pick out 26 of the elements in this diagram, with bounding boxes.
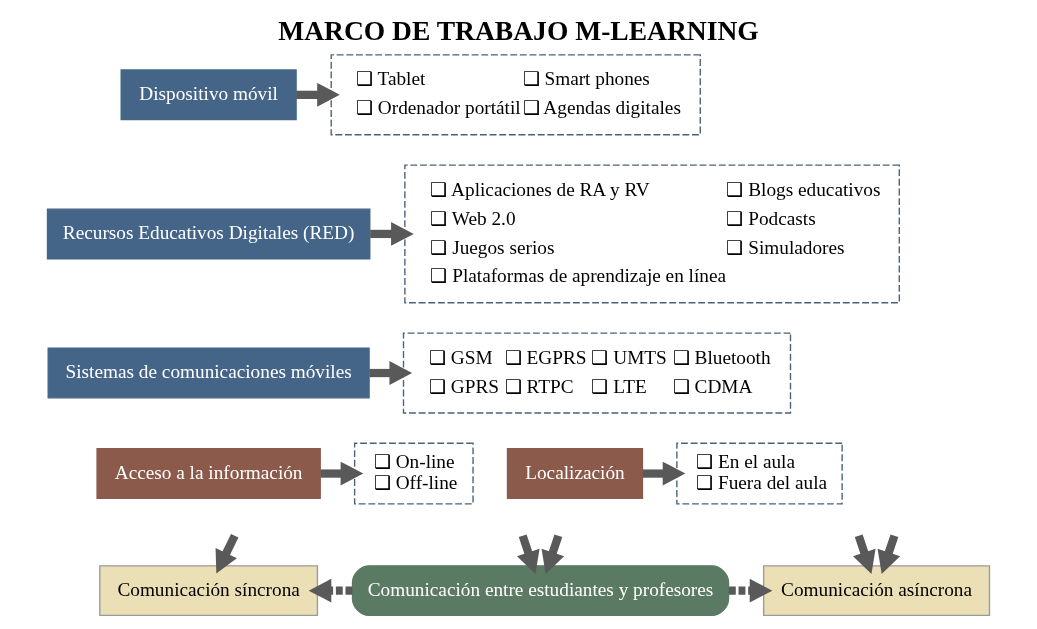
diagram-title: MARCO DE TRABAJO M-LEARNING [278,14,759,46]
node-box: ❑ En el aula ❑ Fuera del aula [676,442,843,505]
node-box: Comunicación asíncrona [762,565,991,617]
node-box: Localización [506,448,644,500]
arrow [853,534,876,574]
node-box: Comunicación entre estudiantes y profesores [351,565,730,617]
node-box: ❑ Aplicaciones de RA y RV ❑ Blogs educativos ❑ Web 2.0 ❑ Podcasts ❑ Juegos serios ❑ Simuladores ❑ Plataformas de aprendizaje en línea [404,164,900,304]
arrow [728,578,773,603]
arrow [642,461,686,486]
node-box: Sistemas de comunicaciones móviles [47,347,370,399]
arrow [296,82,340,107]
arrow [877,534,901,574]
node-box: Dispositivo móvil [120,69,297,121]
node-box: ❑ On-line ❑ Off-line [353,442,474,505]
node-box: ❑ GSM ❑ EGPRS ❑ UMTS ❑ Bluetooth ❑ GPRS ❑ RTPC ❑ LTE ❑ CDMA [402,332,792,414]
arrow [541,534,565,574]
arrow [517,534,540,574]
node-box: Acceso a la información [96,448,321,500]
arrow [370,222,414,246]
arrow [369,361,413,385]
node-box: ❑ Tablet ❑ Smart phones ❑ Ordenador portátil❑ Agendas digitales [330,54,701,136]
arrow [320,461,364,486]
arrow [308,578,353,603]
node-box: Comunicación síncrona [99,565,319,617]
arrow [215,533,239,574]
node-box: Recursos Educativos Digitales (RED) [46,208,371,260]
